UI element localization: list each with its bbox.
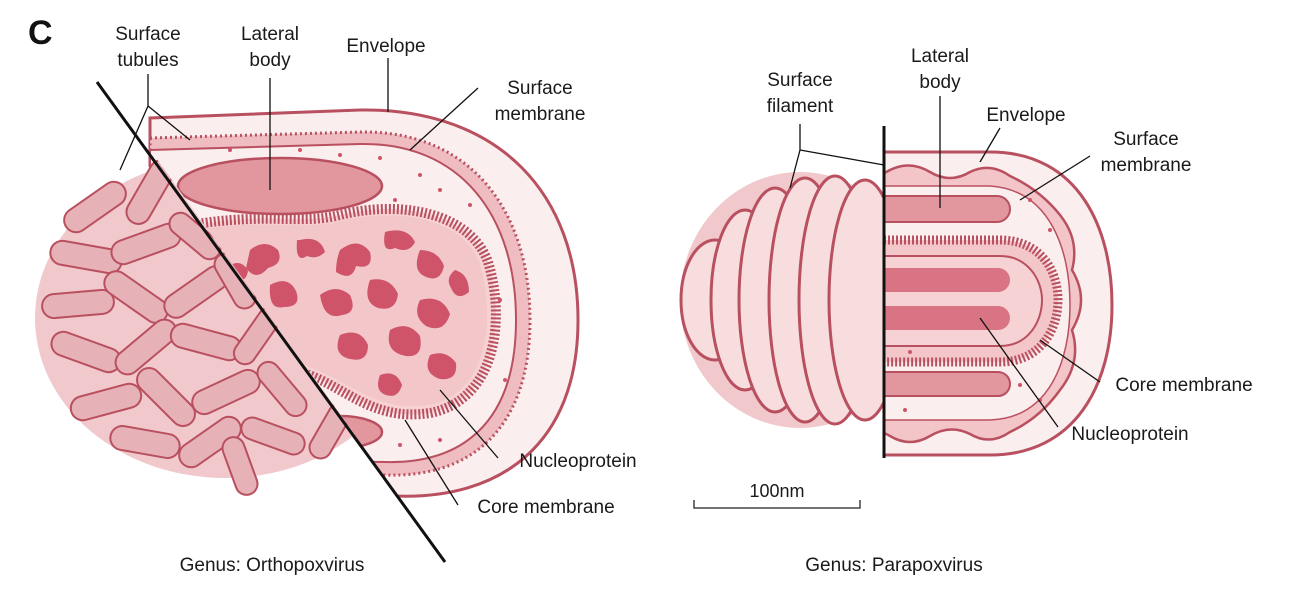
para-label-surface-membrane-2: membrane bbox=[1101, 155, 1192, 176]
para-label-surface-membrane-1: Surface bbox=[1113, 129, 1178, 150]
ortho-label-surface-tubules-1: Surface bbox=[115, 24, 180, 45]
ortho-label-surface-tubules-2: tubules bbox=[117, 50, 178, 71]
ortho-genus-label: Genus: Orthopoxvirus bbox=[180, 555, 365, 576]
ortho-label-surface-membrane-2: membrane bbox=[495, 104, 586, 125]
scale-bar: 100nm bbox=[694, 481, 860, 508]
para-genus-label: Genus: Parapoxvirus bbox=[805, 555, 982, 576]
panel-letter: C bbox=[28, 14, 53, 52]
ortho-label-lateral-body-1: Lateral bbox=[241, 24, 299, 45]
para-label-core-membrane: Core membrane bbox=[1115, 375, 1252, 396]
ortho-label-nucleoprotein: Nucleoprotein bbox=[519, 451, 636, 472]
ortho-label-lateral-body-2: body bbox=[249, 50, 291, 71]
ortho-lateral-body-upper bbox=[178, 158, 382, 214]
scale-bar-label: 100nm bbox=[749, 481, 804, 501]
para-label-lateral-body-2: body bbox=[919, 72, 961, 93]
ortho-label-core-membrane: Core membrane bbox=[477, 497, 614, 518]
para-label-surface-filament-2: filament bbox=[767, 96, 834, 117]
para-label-nucleoprotein: Nucleoprotein bbox=[1071, 424, 1188, 445]
para-label-lateral-body-1: Lateral bbox=[911, 46, 969, 67]
ortho-label-surface-membrane-1: Surface bbox=[507, 78, 572, 99]
orthopoxvirus-virion: Surface tubules Lateral body Envelope Su… bbox=[35, 24, 637, 576]
para-label-surface-filament-1: Surface bbox=[767, 70, 832, 91]
ortho-label-envelope: Envelope bbox=[346, 36, 425, 57]
para-label-envelope: Envelope bbox=[986, 105, 1065, 126]
